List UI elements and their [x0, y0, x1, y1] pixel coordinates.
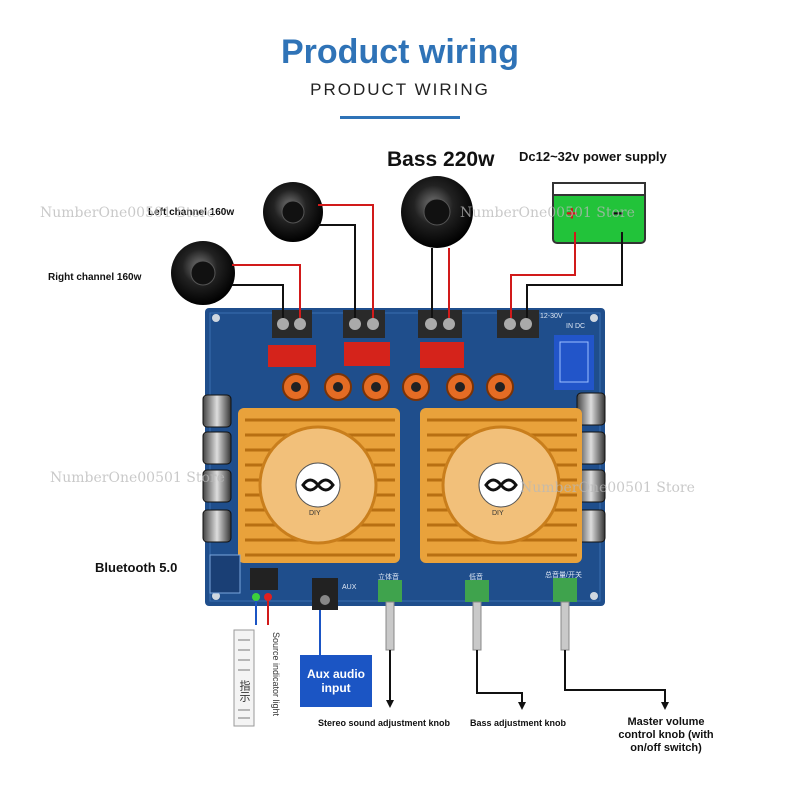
knob3-silkscreen: 总音量/开关 [545, 572, 582, 579]
knob2-silkscreen: 低音 [469, 574, 483, 581]
watermark-text: NumberOne00501 Store [460, 205, 635, 221]
right-channel-label: Right channel 160w [48, 272, 142, 283]
knob1-silkscreen: 立体音 [378, 574, 399, 581]
capacitors-left [202, 394, 232, 543]
input-silkscreen: IN DC [566, 323, 586, 330]
power-supply-battery [552, 182, 646, 244]
terminal-left-channel [343, 310, 385, 338]
battery-plus-sign: + [566, 203, 578, 225]
bluetooth-module [209, 554, 241, 594]
battery-minus-sign: − [612, 203, 624, 225]
source-indicator-label: Source indicator light [271, 632, 281, 717]
bass-knob-label: Bass adjustment knob [470, 718, 567, 728]
watermark-text: NumberOne00501 Store [50, 470, 225, 486]
indicator-sticker [233, 629, 255, 727]
speaker-right [171, 241, 235, 305]
left-channel-label: Left channel 160w [148, 207, 235, 218]
power-supply-label: Dc12~32v power supply [519, 149, 667, 164]
heatsink-right [420, 408, 582, 563]
aux-input-label: Aux audio input [300, 655, 372, 707]
relay [554, 335, 594, 390]
aux-silkscreen: AUX [342, 584, 357, 591]
capacitors-right [576, 392, 606, 543]
master-knob-label: Master volume control knob (with on/off … [618, 716, 714, 754]
terminal-bass [418, 310, 462, 338]
pot-bass [465, 580, 489, 651]
heatsink-logo-right: DIY [492, 510, 504, 517]
speaker-bass [401, 176, 473, 248]
voltage-silkscreen: 12-30V [540, 313, 563, 320]
terminal-left-right [272, 310, 312, 338]
bass-label: Bass 220w [387, 148, 495, 171]
stereo-knob-label: Stereo sound adjustment knob [318, 718, 451, 728]
indicator-led-red [264, 593, 272, 601]
indicator-led-green [252, 593, 260, 601]
pot-stereo [378, 580, 402, 651]
heatsink-logo-left: DIY [309, 510, 321, 517]
pot-master [553, 578, 577, 651]
title-underline [340, 116, 460, 119]
speaker-left [263, 182, 323, 242]
page-subtitle: PRODUCT WIRING [310, 80, 490, 99]
terminal-power [497, 310, 539, 338]
heatsink-left [238, 408, 400, 563]
page-title: Product wiring [281, 33, 519, 71]
sticker-label: 指示 [238, 680, 250, 702]
watermark-text: NumberOne00501 Store [520, 480, 695, 496]
aux-jack [312, 578, 338, 610]
watermark-text: NumberOne00501 Store [40, 205, 215, 221]
bluetooth-label: Bluetooth 5.0 [95, 560, 178, 575]
